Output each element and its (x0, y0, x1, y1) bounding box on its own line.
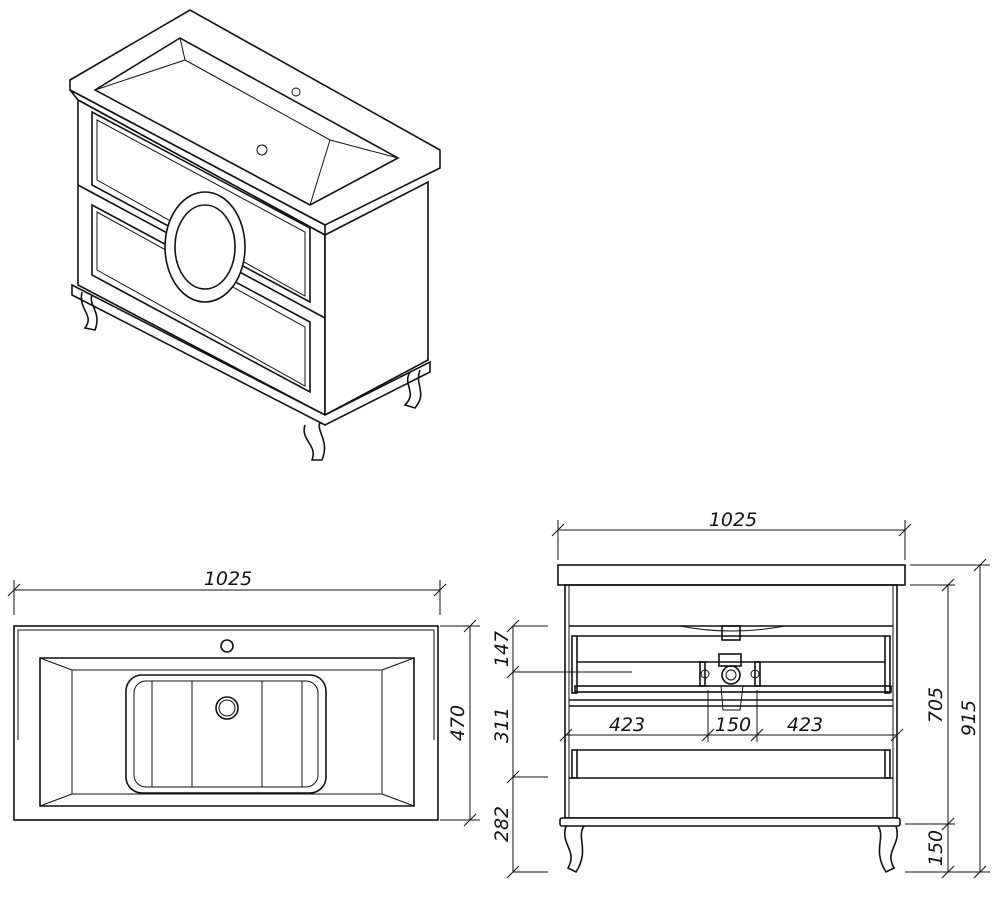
drawer-mid-label: 311 (491, 707, 513, 743)
top-view: 1025 470 (7, 568, 480, 827)
round-handle-frame (164, 191, 246, 303)
leg-icon (80, 291, 98, 331)
plinth (71, 283, 431, 426)
drawer-bottom-panel (91, 203, 311, 394)
plinth (559, 817, 901, 827)
round-handle (174, 204, 236, 290)
center-spacing-label: 150 (715, 714, 751, 736)
cabinet-body (564, 584, 898, 819)
total-height-label: 915 (958, 700, 980, 736)
top-width-label: 1025 (204, 568, 252, 590)
countertop-outline (13, 625, 439, 821)
leg-height-label: 150 (925, 830, 947, 866)
leg-icon (877, 825, 899, 874)
body-height-label: 705 (925, 687, 947, 723)
leg-icon (563, 825, 585, 874)
drain-hole (215, 696, 239, 720)
drawer-top-label: 147 (491, 631, 513, 667)
leg-icon (403, 369, 422, 409)
drawer-top-bottom (574, 685, 892, 693)
faucet-hole (220, 639, 234, 653)
basin-bowl (125, 674, 327, 794)
siphon-icon (699, 625, 761, 711)
drain-hole (256, 144, 268, 156)
cabinet-side (324, 180, 429, 417)
basin-outer (39, 657, 415, 807)
left-offset-label: 423 (609, 714, 645, 736)
leg-icon (303, 421, 326, 461)
right-offset-label: 423 (787, 714, 823, 736)
front-width-label: 1025 (709, 509, 757, 531)
front-view: 1025 147 311 282 (491, 509, 990, 879)
leg-zone-label: 282 (491, 806, 513, 842)
isometric-view (69, 9, 441, 461)
top-depth-label: 470 (447, 705, 469, 741)
drawer-top-panel (91, 110, 311, 304)
countertop (557, 564, 906, 586)
faucet-hole (291, 87, 301, 97)
